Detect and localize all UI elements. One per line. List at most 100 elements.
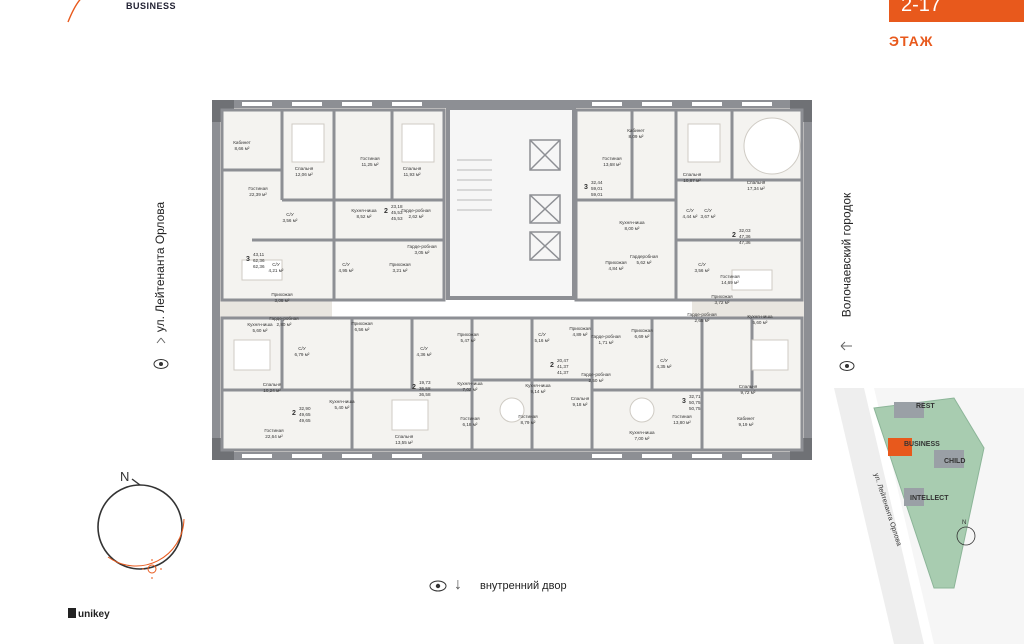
room-name: Спальня: [739, 384, 758, 389]
room-name: Гостиная: [264, 428, 284, 433]
road: [834, 388, 924, 644]
flat-room-count: 2: [384, 208, 388, 215]
room-name: Кабинет: [627, 128, 645, 133]
brand-name: BUSINESS: [126, 1, 177, 11]
room-name: С/У: [342, 262, 350, 267]
room-area: 4,44 м²: [683, 214, 698, 219]
room-area: 9,19 м²: [739, 422, 754, 427]
room-name: С/У: [704, 208, 712, 213]
arrow-down-icon: ↓: [454, 576, 462, 593]
room-name: Гостиная: [460, 416, 480, 421]
eye-icon: [153, 337, 169, 369]
room-name: Прихожая: [711, 294, 733, 299]
room-name: Кухня-ниша: [457, 381, 483, 386]
room-name: Гардеробная: [630, 254, 658, 259]
flat-area: 50,75: [689, 400, 701, 405]
room-area: 9,18 м²: [573, 402, 588, 407]
room-area: 8,09 м²: [629, 134, 644, 139]
room-area: 4,21 м²: [269, 268, 284, 273]
sun-path-arc: [107, 518, 185, 567]
room-area: 6,18 м²: [463, 422, 478, 427]
windows-top: [242, 102, 772, 106]
room-name: Спальня: [683, 172, 702, 177]
room-label: С/У3,67 м²: [701, 208, 716, 219]
room-name: С/У: [686, 208, 694, 213]
room-area: 11,25 м²: [361, 162, 379, 167]
flat-area: 20,47: [557, 358, 569, 363]
street-bottom-label: внутренний двор: [480, 580, 567, 592]
room-name: Прихожая: [631, 328, 653, 333]
room-area: 13,80 м²: [673, 420, 691, 425]
flat-room-count: 2: [412, 384, 416, 391]
flat-area: 47,36: [739, 240, 751, 245]
room-area: 4,89 м²: [573, 332, 588, 337]
room-name: Гостиная: [360, 156, 380, 161]
room-area: 3,56 м²: [695, 268, 710, 273]
room-name: Кухня-ниша: [629, 430, 655, 435]
room-name: Кухня-ниша: [619, 220, 645, 225]
floor-label: ЭТАЖ: [889, 33, 934, 49]
room-area: 7,02 м²: [463, 387, 478, 392]
room-area: 8,79 м²: [521, 420, 536, 425]
flat-area: 47,36: [739, 234, 751, 239]
room-name: Спальня: [571, 396, 590, 401]
footer-brand-text: unikey: [78, 609, 110, 620]
room-area: 3,56 м²: [283, 218, 298, 223]
room-area: 5,62 м²: [637, 260, 652, 265]
room-area: 9,14 м²: [531, 389, 546, 394]
room-name: С/У: [698, 262, 706, 267]
flat-area: 32,90: [299, 406, 311, 411]
room-area: 5,16 м²: [535, 338, 550, 343]
flat-room-count: 3: [682, 398, 686, 405]
room-area: 4,36 м²: [417, 352, 432, 357]
room-area: 5,47 м²: [461, 338, 476, 343]
flat-room-count: 2: [732, 232, 736, 239]
room-area: 13,68 м²: [603, 162, 621, 167]
eye-icon-right: [839, 341, 855, 371]
flat-area: 41,37: [557, 364, 569, 369]
room-name: С/У: [298, 346, 306, 351]
room-name: Прихожая: [569, 326, 591, 331]
room-area: 22,64 м²: [265, 434, 283, 439]
room-area: 13,55 м²: [395, 440, 413, 445]
room-area: 10,24 м²: [263, 388, 281, 393]
room-area: 8,00 м²: [625, 226, 640, 231]
furniture: [233, 117, 801, 431]
room-area: 3,72 м²: [715, 300, 730, 305]
room-area: 11,93 м²: [403, 172, 421, 177]
flat-room-count: 3: [584, 184, 588, 191]
floor-range-badge: 2-17: [889, 0, 1024, 22]
flat-room-count: 3: [246, 256, 250, 263]
flat-area: 59,01: [591, 186, 603, 191]
room-area: 1,71 м²: [599, 340, 614, 345]
room-area: 3,21 м²: [393, 268, 408, 273]
unikey-logo-icon: [68, 608, 76, 618]
flat-area: 62,36: [253, 264, 265, 269]
room-area: 8,66 м²: [235, 146, 250, 151]
room-name: С/У: [286, 212, 294, 217]
room-area: 14,69 м²: [721, 280, 739, 285]
inner-walls: [222, 110, 802, 450]
